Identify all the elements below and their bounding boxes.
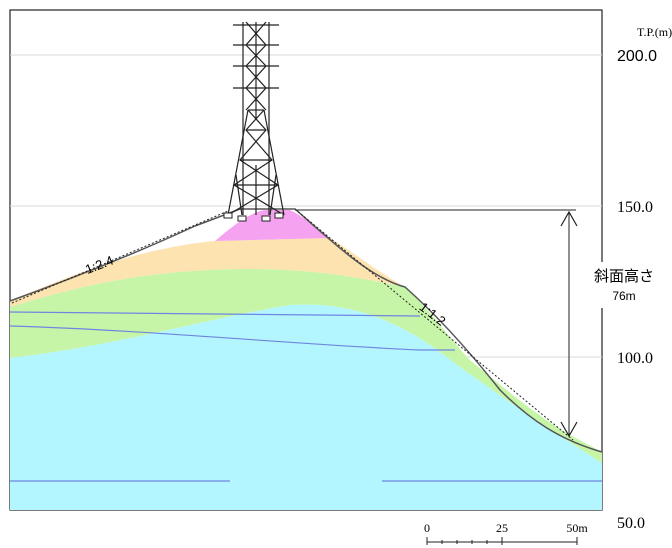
slope-height-value: 76m [612,289,635,303]
dimension-arrow-top-icon [560,210,578,227]
footing-4 [274,212,284,219]
water-line-upper [9,311,421,317]
footing-1 [223,212,233,219]
water-line-middle [9,325,455,351]
ground-surface [9,208,603,453]
water-table-lines [9,311,602,482]
slope-height-title: 斜面高さ [594,268,654,285]
tower-footings [223,212,284,222]
scale-label-50m: 50m [566,521,588,535]
water-zone [10,304,602,510]
footing-2 [237,215,247,222]
axis-unit-label: T.P.(m) [637,25,672,39]
axis-tick-100: 100.0 [617,350,653,367]
scale-label-25: 25 [496,521,508,535]
transmission-tower-icon [227,21,285,216]
footing-3 [261,215,271,222]
axis-tick-200: 200.0 [617,48,657,65]
scale-bar: 0 25 50m [424,521,588,545]
right-slope-line [294,208,574,441]
dimension-arrow-bottom-icon [560,421,578,438]
slope-height-label-bg [582,262,664,308]
scale-label-0: 0 [424,521,430,535]
axis-tick-150: 150.0 [617,199,653,216]
orange-layer [10,238,405,307]
pink-layer [215,210,330,241]
axis-tick-50: 50.0 [617,515,645,532]
green-layer [10,268,602,463]
left-slope-line [11,210,229,304]
